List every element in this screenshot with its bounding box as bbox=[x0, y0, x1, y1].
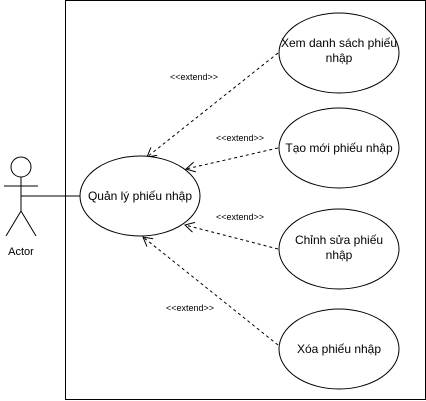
use-case-main-label: Quản lý phiếu nhập bbox=[88, 189, 192, 203]
use-case-create[interactable]: Tạo mới phiếu nhập bbox=[278, 107, 400, 189]
use-case-edit-label-line2: nhập bbox=[326, 248, 353, 262]
use-case-view-list-shape bbox=[278, 12, 400, 94]
use-case-view-list-label-line2: nhập bbox=[326, 51, 353, 65]
actor bbox=[4, 156, 38, 237]
extend-arrow-create bbox=[184, 147, 279, 173]
use-case-edit-shape bbox=[278, 208, 400, 290]
actor-head bbox=[10, 156, 32, 178]
use-case-create-label: Tạo mới phiếu nhập bbox=[285, 141, 393, 155]
extend-label-create: <<extend>> bbox=[216, 133, 264, 143]
use-case-delete-label: Xóa phiếu nhập bbox=[297, 342, 381, 356]
use-case-create-shape bbox=[278, 107, 400, 189]
extend-label-edit: <<extend>> bbox=[216, 212, 264, 222]
actor-label: Actor bbox=[8, 246, 34, 258]
use-case-main-shape bbox=[79, 155, 201, 237]
extend-label-view-list: <<extend>> bbox=[170, 72, 218, 82]
use-case-view-list-label-line1: Xem danh sách phiếu bbox=[281, 36, 397, 50]
use-case-view-list[interactable]: Xem danh sách phiếu nhập bbox=[278, 12, 400, 94]
extend-label-delete: <<extend>> bbox=[166, 303, 214, 313]
extend-arrow-edit bbox=[184, 221, 279, 250]
use-case-delete[interactable]: Xóa phiếu nhập bbox=[278, 308, 400, 390]
use-case-main[interactable]: Quản lý phiếu nhập bbox=[79, 155, 201, 237]
use-case-edit[interactable]: Chỉnh sửa phiếu nhập bbox=[278, 208, 400, 290]
extend-arrow-delete bbox=[142, 236, 279, 346]
actor-right-leg bbox=[20, 210, 37, 237]
use-case-delete-shape bbox=[278, 308, 400, 390]
use-case-edit-label-line1: Chỉnh sửa phiếu bbox=[295, 233, 383, 247]
extend-arrow-view-list bbox=[146, 52, 279, 158]
actor-left-leg bbox=[5, 210, 22, 237]
